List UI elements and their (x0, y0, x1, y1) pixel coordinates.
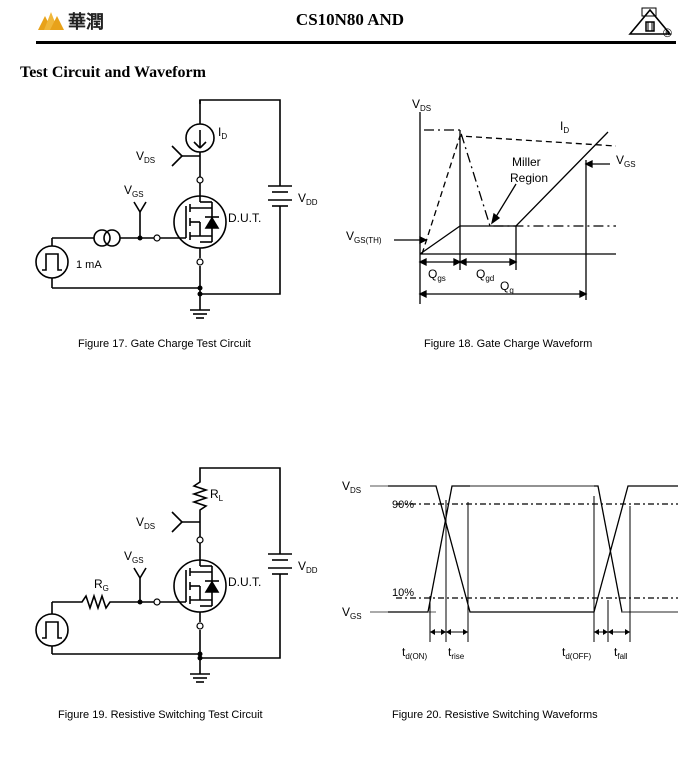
svg-text:VDS: VDS (136, 149, 155, 165)
svg-text:Region: Region (510, 171, 548, 185)
svg-text:10%: 10% (392, 587, 414, 599)
figure-19-caption: Figure 19. Resistive Switching Test Circ… (58, 709, 263, 721)
svg-text:VDS: VDS (342, 479, 361, 495)
figure-20-resistive-switching-waveforms: VDS VGS 90% 10% td(ON) trise td(OFF) tfa… (342, 479, 678, 661)
document-title: CS10N80 AND (295, 10, 405, 29)
certification-mark-icon: ® (628, 7, 672, 38)
page-header: 華潤 CS10N80 AND ® (0, 0, 700, 50)
svg-text:VGS(TH): VGS(TH) (346, 229, 382, 245)
svg-text:trise: trise (448, 645, 465, 661)
svg-text:RL: RL (210, 487, 224, 503)
header-rule (36, 41, 676, 44)
svg-text:Qgs: Qgs (428, 267, 446, 283)
svg-text:D.U.T.: D.U.T. (228, 211, 261, 225)
svg-text:1 mA: 1 mA (76, 259, 102, 271)
registered-mark: ® (663, 26, 672, 38)
svg-text:ID: ID (218, 125, 227, 141)
svg-text:VGS: VGS (124, 183, 144, 199)
svg-text:VDD: VDD (298, 559, 318, 575)
svg-text:RG: RG (94, 577, 109, 593)
figure-17-gate-charge-circuit: ID VDS VGS VDD D.U.T. 1 mA (35, 99, 318, 319)
figure-18-gate-charge-waveform: VDS ID VGS Miller Region VGS(TH) Qgs Qgd… (346, 97, 636, 304)
logo-text: 華潤 (68, 11, 104, 32)
svg-text:VGS: VGS (616, 153, 636, 169)
figure-18-caption: Figure 18. Gate Charge Waveform (424, 338, 593, 350)
svg-text:tfall: tfall (614, 645, 628, 661)
company-logo: 華潤 (38, 11, 104, 32)
svg-text:Miller: Miller (512, 155, 541, 169)
figure-19-resistive-switching-circuit: RL VDS VGS VDD D.U.T. RG (35, 467, 318, 683)
svg-text:VDS: VDS (412, 97, 431, 113)
svg-text:Qg: Qg (500, 279, 514, 295)
figure-20-caption: Figure 20. Resistive Switching Waveforms (392, 709, 598, 721)
svg-text:ID: ID (560, 119, 569, 135)
svg-text:VDS: VDS (136, 515, 155, 531)
figure-17-caption: Figure 17. Gate Charge Test Circuit (78, 338, 251, 350)
svg-text:D.U.T.: D.U.T. (228, 575, 261, 589)
svg-text:Qgd: Qgd (476, 267, 494, 283)
svg-text:td(OFF): td(OFF) (562, 645, 591, 661)
svg-text:td(ON): td(ON) (402, 645, 427, 661)
svg-text:VGS: VGS (124, 549, 144, 565)
svg-text:VDD: VDD (298, 191, 318, 207)
svg-text:90%: 90% (392, 499, 414, 511)
section-title: Test Circuit and Waveform (20, 64, 206, 81)
svg-text:VGS: VGS (342, 605, 362, 621)
